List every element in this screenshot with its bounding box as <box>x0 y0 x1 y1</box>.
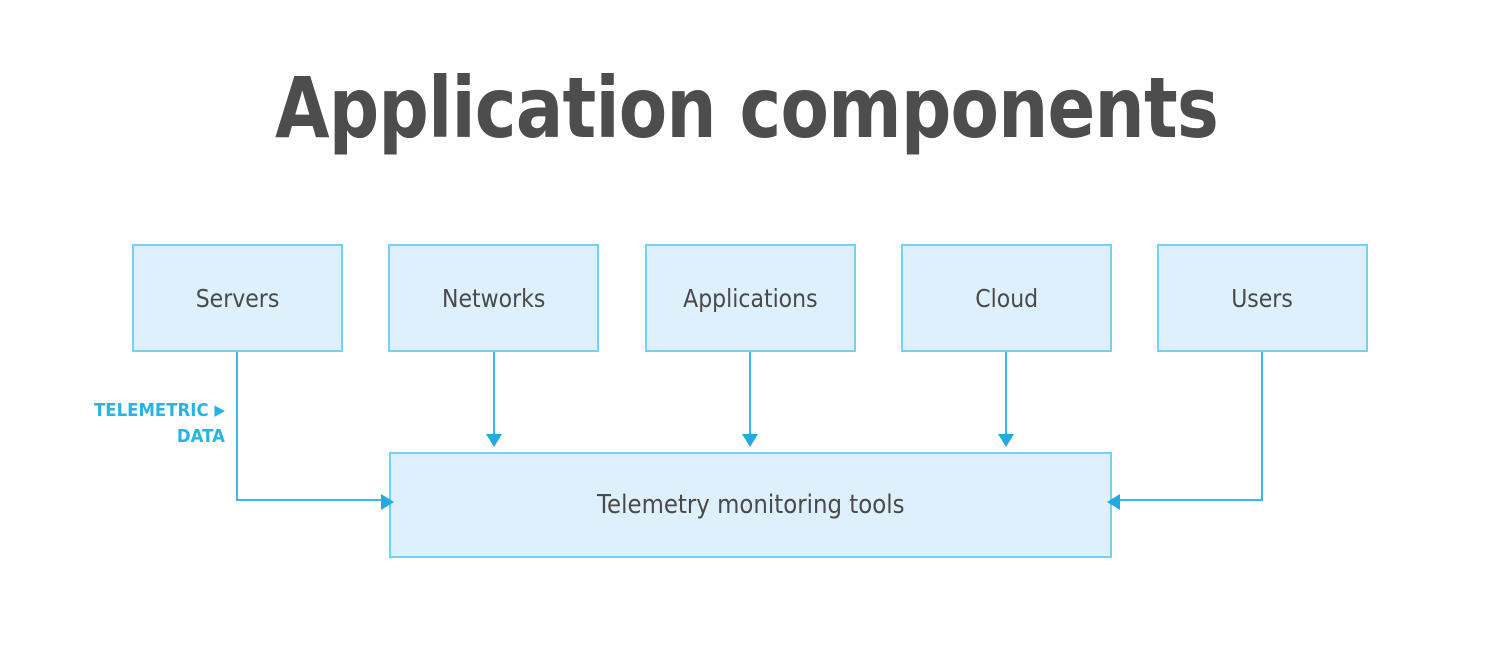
edge-servers-vertical <box>236 352 238 500</box>
node-users-label: Users <box>1231 283 1294 313</box>
node-cloud[interactable]: Cloud <box>901 244 1112 352</box>
edge-users-arrowhead-icon <box>1107 494 1120 510</box>
edge-users-horizontal <box>1120 499 1263 501</box>
edge-applications-vertical <box>749 352 751 436</box>
edge-users-vertical <box>1261 352 1263 500</box>
telemetric-data-caption: TELEMETRIC ▶ DATA <box>73 398 225 450</box>
node-telemetry-monitoring-tools[interactable]: Telemetry monitoring tools <box>389 452 1112 558</box>
edge-networks-vertical <box>493 352 495 436</box>
node-telemetry-monitoring-tools-label: Telemetry monitoring tools <box>596 490 905 520</box>
edge-servers-horizontal <box>236 499 387 501</box>
telemetric-data-caption-line1: TELEMETRIC ▶ <box>73 398 225 424</box>
node-networks[interactable]: Networks <box>388 244 599 352</box>
telemetric-data-caption-text: TELEMETRIC <box>93 400 209 421</box>
node-networks-label: Networks <box>441 283 546 313</box>
edge-servers-arrowhead-icon <box>381 494 394 510</box>
node-servers-label: Servers <box>195 283 280 313</box>
edge-networks-arrowhead-icon <box>486 434 502 447</box>
node-users[interactable]: Users <box>1157 244 1368 352</box>
edge-applications-arrowhead-icon <box>742 434 758 447</box>
page-title: Application components <box>274 59 1219 157</box>
node-applications-label: Applications <box>683 283 818 313</box>
edge-cloud-arrowhead-icon <box>998 434 1014 447</box>
node-cloud-label: Cloud <box>975 283 1038 313</box>
edge-cloud-vertical <box>1005 352 1007 436</box>
telemetric-data-caption-line2: DATA <box>176 426 225 448</box>
caption-triangle-right-icon: ▶ <box>214 401 225 419</box>
node-applications[interactable]: Applications <box>645 244 856 352</box>
node-servers[interactable]: Servers <box>132 244 343 352</box>
